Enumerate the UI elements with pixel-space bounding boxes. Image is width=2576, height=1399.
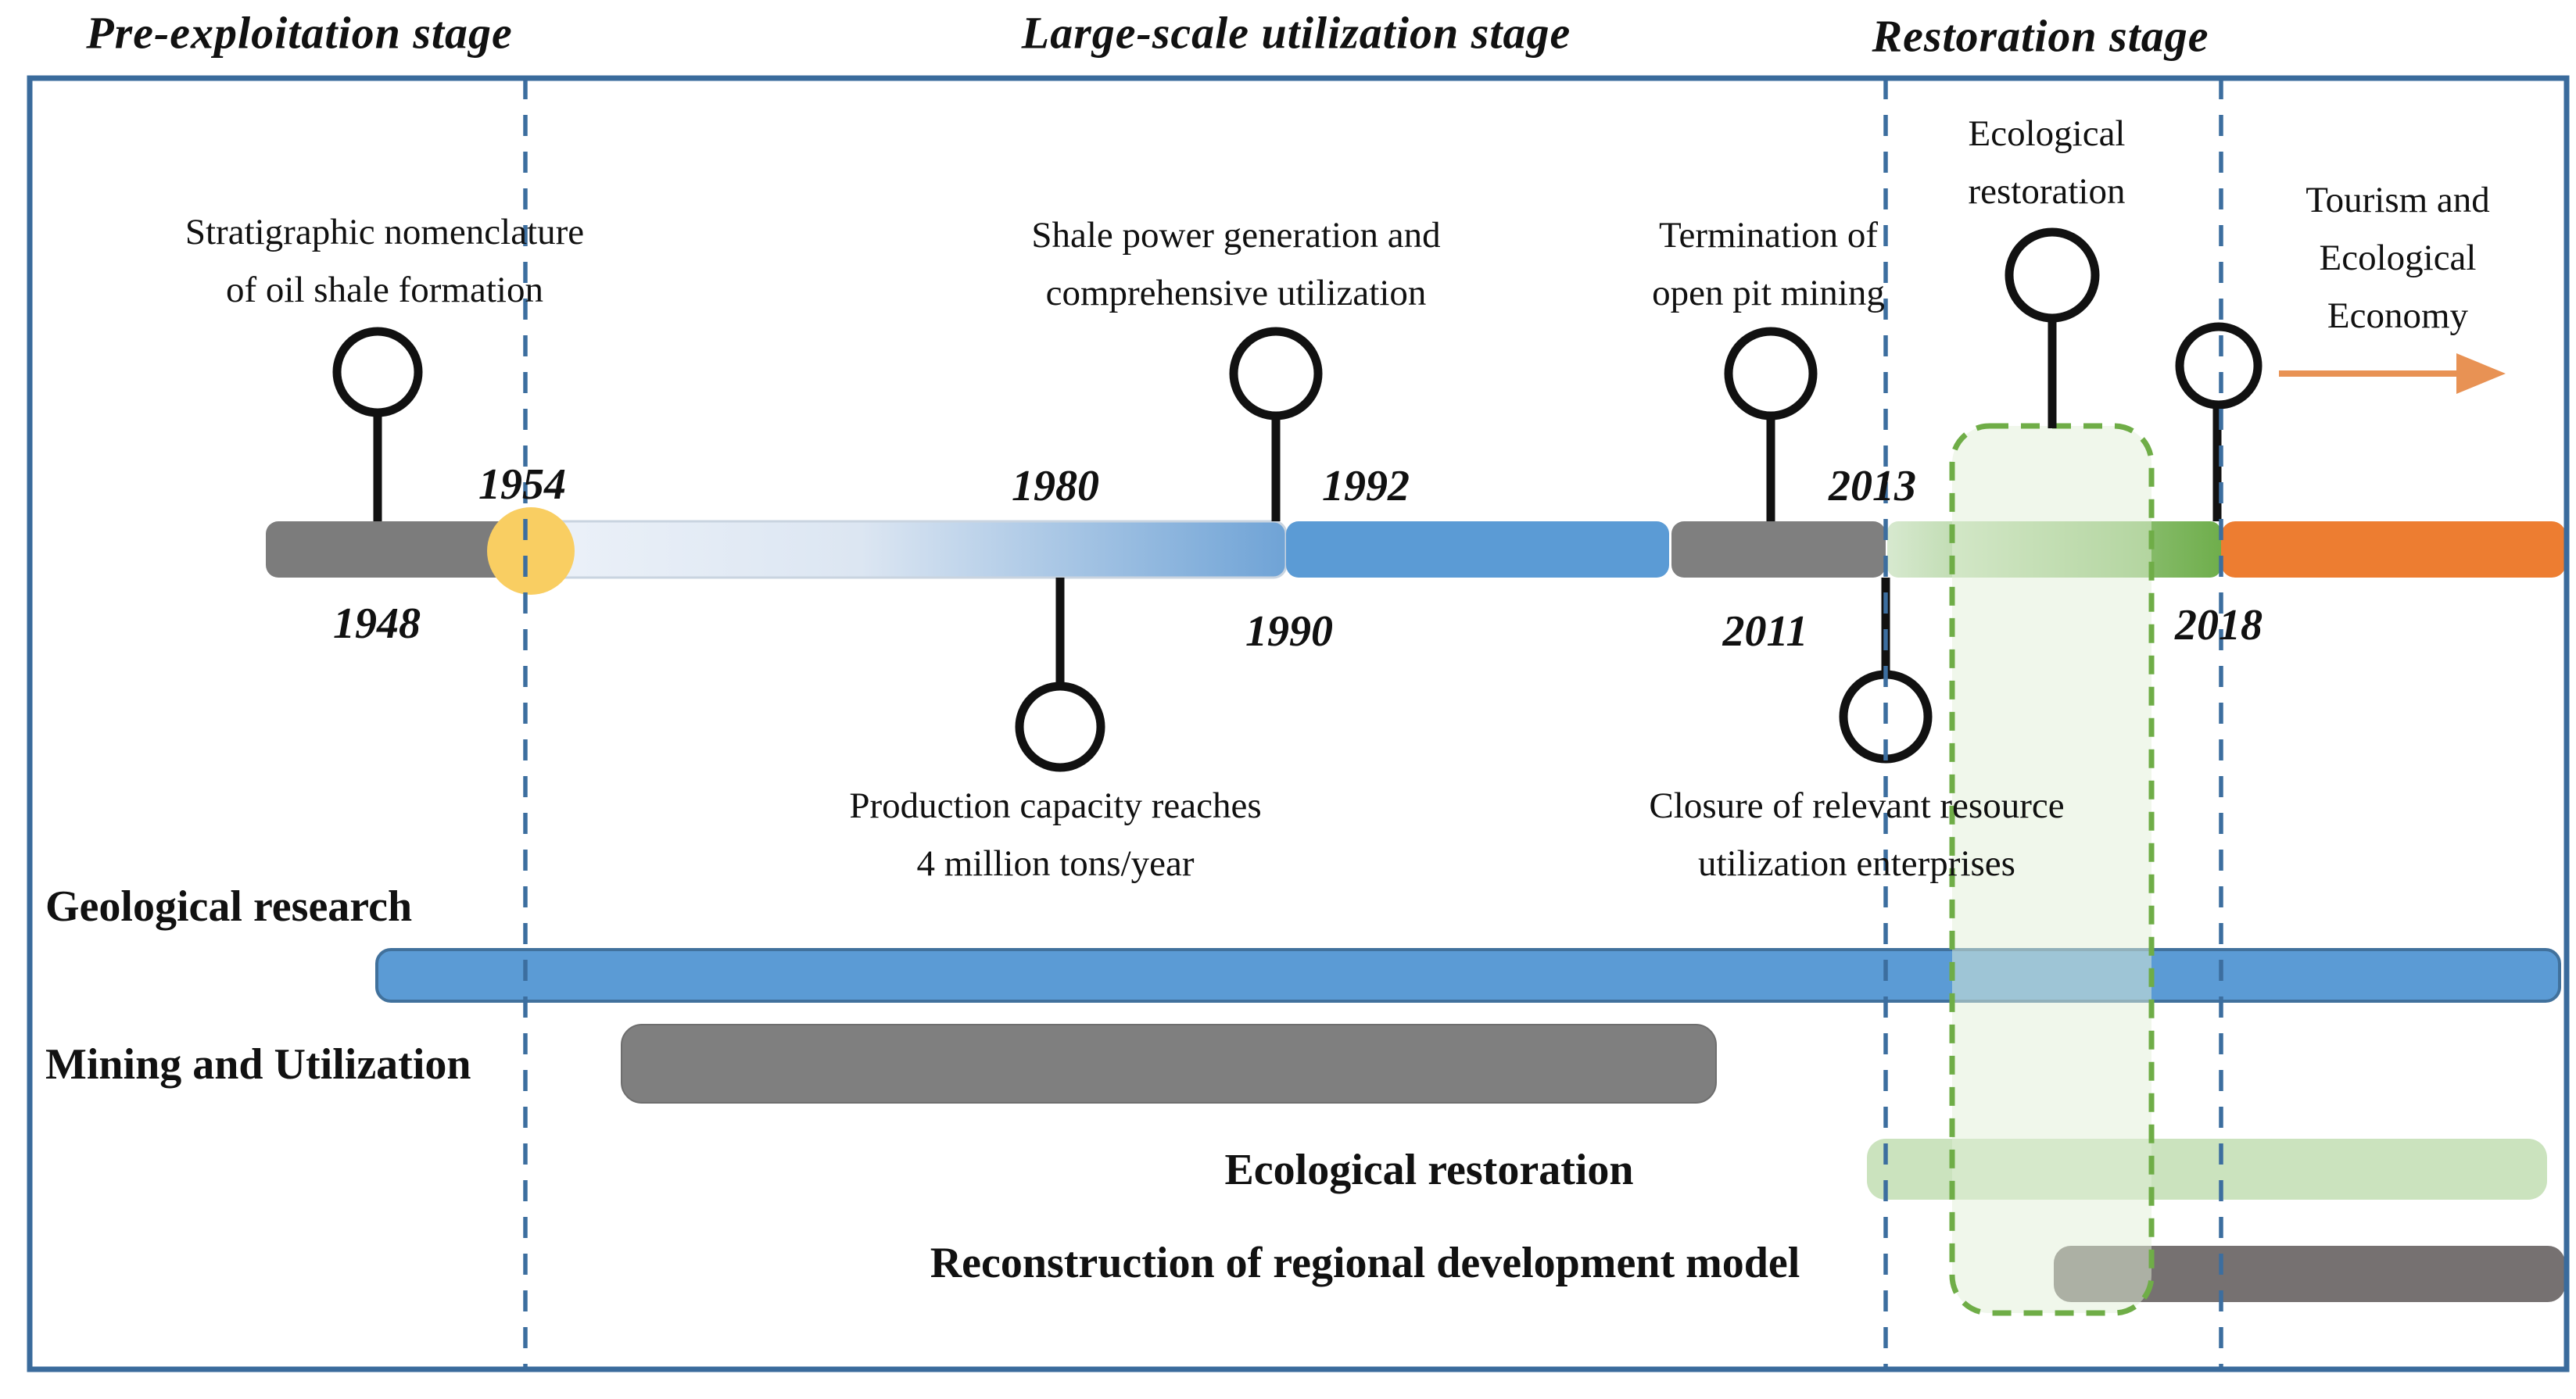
year-1992: 1992 (1322, 462, 1410, 510)
marker-circle-production (1015, 682, 1105, 772)
event-label-termination: Termination of open pit mining (1652, 206, 1885, 322)
stage-title-pre-exploitation: Pre-exploitation stage (86, 7, 513, 59)
event-label-tourism: Tourism and Ecological Economy (2306, 171, 2490, 345)
event-label-production-line2: 4 million tons/year (916, 843, 1195, 884)
event-label-tourism-line1: Tourism and (2306, 180, 2490, 220)
restoration-highlight-box (1949, 423, 2155, 1316)
event-markers (332, 227, 2263, 772)
bar-reconstruction-model (2054, 1246, 2565, 1302)
timeline-segment-preexploitation-gray (266, 521, 524, 578)
future-arrow (2279, 353, 2506, 394)
stage-title-large-scale: Large-scale utilization stage (1021, 7, 1571, 59)
marker-circle-shale-power (1229, 327, 1323, 420)
event-label-shale-power-line2: comprehensive utilization (1045, 273, 1427, 313)
year-1954: 1954 (478, 460, 566, 509)
event-label-production: Production capacity reaches 4 million to… (849, 777, 1261, 893)
row-label-reconstruction-model: Reconstruction of regional development m… (930, 1239, 1800, 1287)
event-label-tourism-line3: Economy (2327, 295, 2469, 336)
year-2011: 2011 (1722, 607, 1808, 656)
year-2013: 2013 (1829, 462, 1916, 510)
event-label-eco-restoration-line1: Ecological (1968, 113, 2126, 154)
event-label-tourism-line2: Ecological (2319, 238, 2477, 278)
year-1948: 1948 (333, 599, 421, 648)
event-label-production-line1: Production capacity reaches (849, 785, 1262, 826)
figure-frame (27, 75, 2570, 1372)
event-label-closure-line1: Closure of relevant resource (1649, 785, 2065, 826)
row-label-ecological-restoration: Ecological restoration (1224, 1146, 1634, 1194)
timeline-segment-gradient-blue (511, 520, 1288, 579)
milestone-1954-yellow-circle (487, 507, 575, 595)
event-label-termination-line1: Termination of (1659, 215, 1878, 256)
year-1980: 1980 (1012, 462, 1099, 510)
event-label-stratigraphic-line1: Stratigraphic nomenclature (185, 212, 585, 252)
stage-title-restoration: Restoration stage (1872, 10, 2209, 62)
bar-mining-and-utilization (621, 1024, 1717, 1104)
timeline-segment-orange (2221, 521, 2566, 578)
event-label-closure: Closure of relevant resource utilization… (1649, 777, 2064, 893)
future-arrow-head (2456, 353, 2506, 394)
event-label-termination-line2: open pit mining (1652, 273, 1885, 313)
marker-circle-eco-restoration (2005, 227, 2100, 323)
event-label-shale-power: Shale power generation and comprehensive… (1031, 206, 1440, 322)
row-label-mining-utilization: Mining and Utilization (45, 1040, 471, 1089)
event-label-shale-power-line1: Shale power generation and (1031, 215, 1441, 256)
event-label-stratigraphic-line2: of oil shale formation (226, 270, 543, 310)
event-label-stratigraphic: Stratigraphic nomenclature of oil shale … (185, 203, 584, 319)
event-label-eco-restoration: Ecological restoration (1969, 105, 2126, 220)
year-1990: 1990 (1245, 607, 1333, 656)
timeline-segment-solid-blue (1286, 521, 1669, 578)
stage-divider-lines (523, 78, 2223, 1369)
year-2018: 2018 (2175, 601, 2263, 649)
row-label-geological-research: Geological research (45, 882, 413, 931)
bar-geological-research (375, 948, 2561, 1003)
event-label-closure-line2: utilization enterprises (1698, 843, 2015, 884)
marker-circle-stratigraphic (332, 327, 423, 417)
event-label-eco-restoration-line2: restoration (1968, 171, 2126, 212)
marker-circle-termination (1724, 327, 1818, 420)
timeline-segment-transition-gray (1671, 521, 1886, 578)
marker-circle-2018 (2175, 322, 2263, 410)
